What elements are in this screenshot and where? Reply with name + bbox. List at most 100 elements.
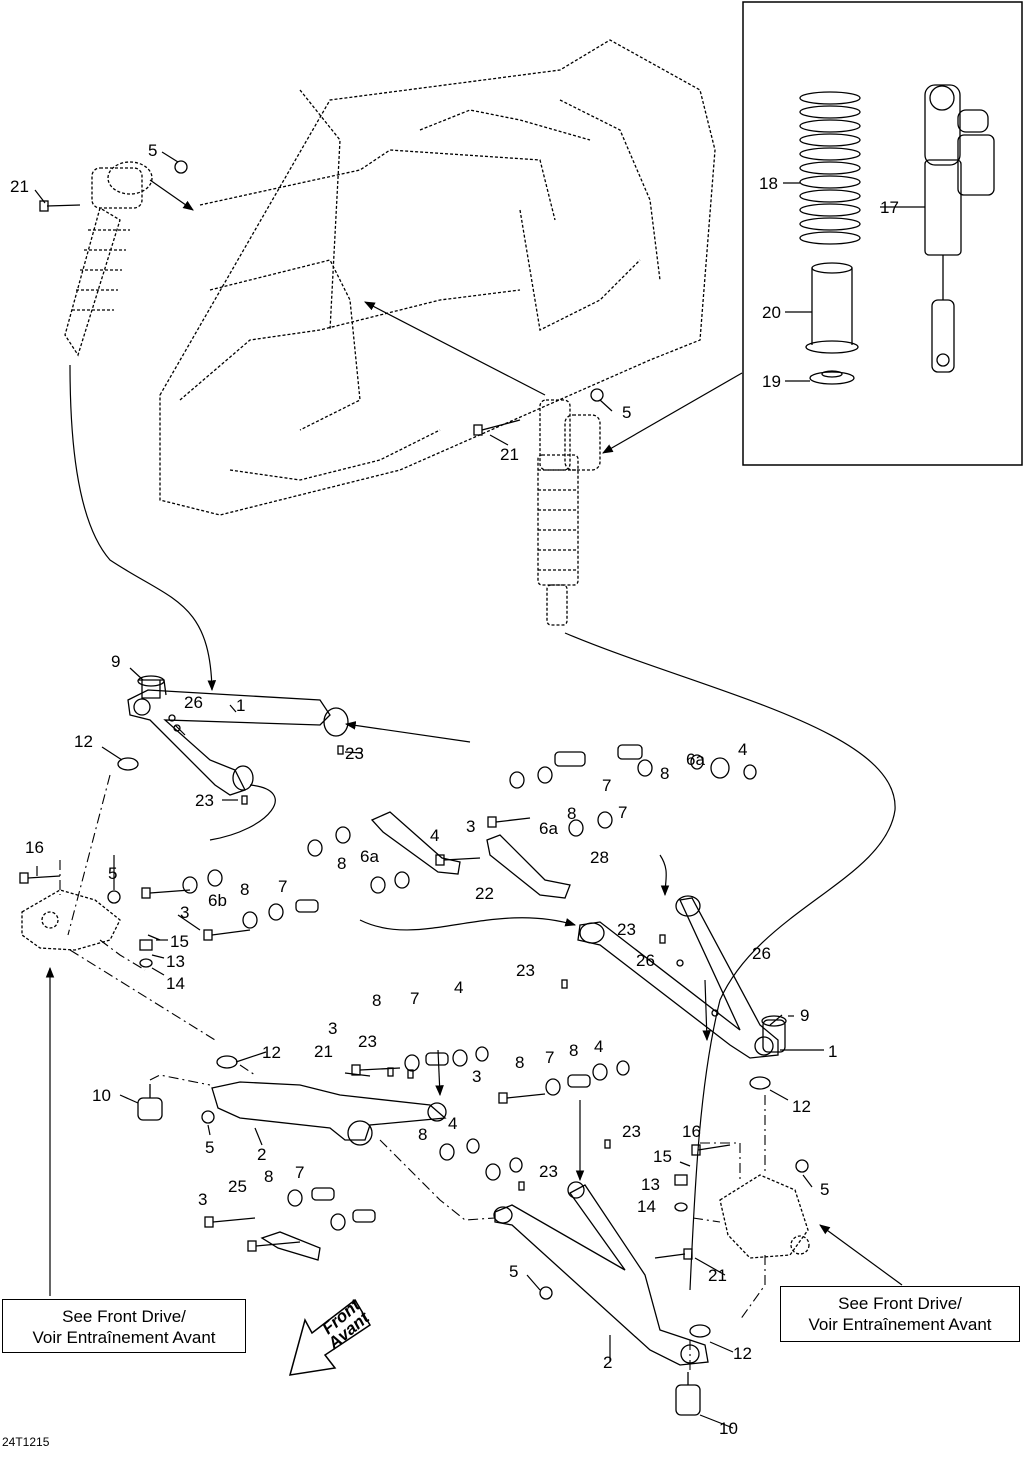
shock-detail-inset xyxy=(742,1,1023,466)
see-front-drive-callout-left: See Front Drive/ Voir Entraînement Avant xyxy=(2,1299,246,1353)
label-18: 18 xyxy=(759,174,778,193)
spring-seat xyxy=(809,370,855,385)
label-21: 21 xyxy=(10,177,29,196)
inset-shock-absorber xyxy=(924,84,995,373)
frame xyxy=(159,39,716,516)
label-26: 26 xyxy=(752,944,771,963)
label-14: 14 xyxy=(166,974,185,993)
label-4: 4 xyxy=(448,1114,457,1133)
label-17: 17 xyxy=(880,198,899,217)
spring-sleeve xyxy=(805,262,859,354)
label-23: 23 xyxy=(345,744,364,763)
label-8: 8 xyxy=(567,804,576,823)
ball-joint-upper-left xyxy=(137,675,167,699)
callout-right-line1: See Front Drive/ xyxy=(838,1294,962,1313)
part-labels: 5 21 5 21 18 17 20 19 9 26 1 12 23 23 4 … xyxy=(10,141,899,1438)
label-6a: 6a xyxy=(539,819,558,838)
figure-code: 24T1215 xyxy=(2,1435,50,1449)
routing-arrows xyxy=(45,179,903,1296)
ball-joint-lower-left xyxy=(137,1084,163,1121)
label-1: 1 xyxy=(828,1042,837,1061)
label-1: 1 xyxy=(236,696,245,715)
label-16: 16 xyxy=(25,838,44,857)
label-3: 3 xyxy=(472,1067,481,1086)
label-23: 23 xyxy=(617,920,636,939)
label-8: 8 xyxy=(372,991,381,1010)
label-15: 15 xyxy=(170,932,189,951)
bolts xyxy=(19,200,731,1260)
ball-joint-upper-right xyxy=(761,1015,787,1053)
label-5: 5 xyxy=(509,1262,518,1281)
label-15: 15 xyxy=(653,1147,672,1166)
label-8: 8 xyxy=(337,854,346,873)
label-5: 5 xyxy=(148,141,157,160)
label-4: 4 xyxy=(430,826,439,845)
label-26: 26 xyxy=(184,693,203,712)
label-16: 16 xyxy=(682,1122,701,1141)
stabilizer-link-28 xyxy=(486,834,571,899)
spring xyxy=(799,91,861,245)
label-3: 3 xyxy=(180,903,189,922)
stabilizer-link-25 xyxy=(260,1231,321,1261)
label-7: 7 xyxy=(410,989,419,1008)
stabilizer-link-22 xyxy=(370,811,461,875)
label-8: 8 xyxy=(264,1167,273,1186)
label-7: 7 xyxy=(545,1048,554,1067)
label-25: 25 xyxy=(228,1177,247,1196)
label-4: 4 xyxy=(738,740,747,759)
center-shock-absorber xyxy=(537,399,601,626)
label-8: 8 xyxy=(569,1041,578,1060)
label-23: 23 xyxy=(539,1162,558,1181)
label-9: 9 xyxy=(800,1006,809,1025)
nuts xyxy=(107,160,809,1300)
label-8: 8 xyxy=(660,764,669,783)
label-7: 7 xyxy=(618,803,627,822)
assembly-lines xyxy=(59,774,766,1372)
label-10: 10 xyxy=(719,1419,738,1438)
label-26: 26 xyxy=(636,951,655,970)
front-direction-arrow: Front Avant xyxy=(288,1295,374,1376)
label-3: 3 xyxy=(198,1190,207,1209)
label-13: 13 xyxy=(641,1175,660,1194)
label-23: 23 xyxy=(195,791,214,810)
circlips xyxy=(117,757,771,1338)
ball-joint-lower-right xyxy=(675,1372,701,1416)
label-2: 2 xyxy=(603,1353,612,1372)
steering-knuckle-left xyxy=(21,889,121,951)
label-28: 28 xyxy=(590,848,609,867)
grease-fittings xyxy=(168,714,719,1191)
label-10: 10 xyxy=(92,1086,111,1105)
label-19: 19 xyxy=(762,372,781,391)
upper-a-arm-right xyxy=(577,895,779,1059)
label-21: 21 xyxy=(500,445,519,464)
label-21: 21 xyxy=(314,1042,333,1061)
label-23: 23 xyxy=(358,1032,377,1051)
label-4: 4 xyxy=(594,1037,603,1056)
leader-lines xyxy=(34,151,925,1429)
label-6a: 6a xyxy=(686,750,705,769)
label-23: 23 xyxy=(516,961,535,980)
label-2: 2 xyxy=(257,1145,266,1164)
label-8: 8 xyxy=(240,880,249,899)
label-7: 7 xyxy=(602,776,611,795)
label-20: 20 xyxy=(762,303,781,322)
label-7: 7 xyxy=(278,877,287,896)
label-4: 4 xyxy=(454,978,463,997)
bushings-washers xyxy=(182,744,757,1231)
label-9: 9 xyxy=(111,652,120,671)
callout-left-line1: See Front Drive/ xyxy=(62,1307,186,1326)
label-5: 5 xyxy=(205,1138,214,1157)
label-5: 5 xyxy=(622,403,631,422)
label-13: 13 xyxy=(166,952,185,971)
steering-knuckle-right xyxy=(719,1174,810,1259)
label-6b: 6b xyxy=(208,891,227,910)
callout-right-line2: Voir Entraînement Avant xyxy=(808,1315,992,1334)
label-7: 7 xyxy=(295,1163,304,1182)
left-shock-absorber xyxy=(64,161,153,357)
label-8: 8 xyxy=(418,1125,427,1144)
label-3: 3 xyxy=(328,1019,337,1038)
label-12: 12 xyxy=(792,1097,811,1116)
label-8: 8 xyxy=(515,1053,524,1072)
label-23: 23 xyxy=(622,1122,641,1141)
